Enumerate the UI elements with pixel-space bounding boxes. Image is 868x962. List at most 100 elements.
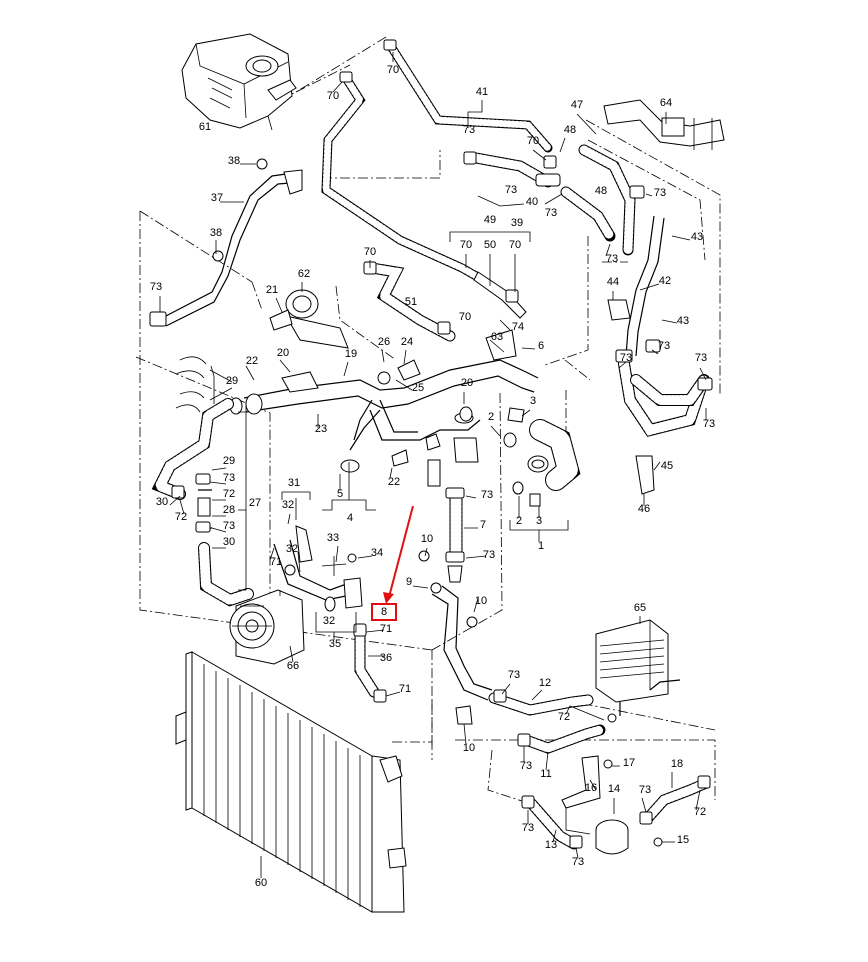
callout-label: 38: [210, 227, 222, 239]
callout-label: 22: [246, 355, 258, 367]
callout-label: 45: [661, 460, 673, 472]
callout-label: 48: [595, 185, 607, 197]
hose-29-30: [151, 356, 254, 607]
water-pump: [229, 525, 363, 665]
callout-label: 46: [638, 503, 650, 515]
expansion-tank: [181, 33, 297, 131]
callout-label: 71: [270, 556, 282, 568]
callout-label: 29: [226, 375, 238, 387]
callout-label: 11: [540, 768, 551, 780]
callout-label: 16: [585, 782, 597, 794]
callout-label: 22: [388, 476, 400, 488]
thermostat-housing: [269, 289, 349, 349]
callout-label: 3: [530, 395, 536, 407]
callout-label: 72: [223, 488, 235, 500]
callout-label: 70: [364, 246, 376, 258]
callout-label: 20: [277, 347, 289, 359]
highlight-arrowhead: [383, 592, 394, 604]
callout-label: 72: [694, 806, 706, 818]
callout-label: 73: [483, 549, 495, 561]
callout-label: 73: [654, 187, 666, 199]
coolant-manifold: [229, 359, 539, 487]
callout-label: 30: [156, 496, 168, 508]
callout-label: 73: [505, 184, 517, 196]
callout-label: 33: [327, 532, 339, 544]
callout-label: 28: [223, 504, 235, 516]
callout-label: 73: [658, 340, 670, 352]
callout-label: 25: [412, 382, 424, 394]
callout-label: 70: [459, 311, 471, 323]
callout-label: 73: [695, 352, 707, 364]
callout-label: 73: [150, 281, 162, 293]
pipe-37: [149, 158, 303, 327]
hose-41: [321, 39, 553, 281]
callout-label: 63: [491, 331, 503, 343]
callout-label: 73: [572, 856, 584, 868]
hose-11-12-13-18: [488, 689, 711, 850]
callout-label: 4: [347, 512, 353, 524]
callout-label: 31: [288, 477, 300, 489]
callout-label: 39: [511, 217, 523, 229]
callout-label: 40: [526, 196, 538, 208]
callout-label: 73: [520, 760, 532, 772]
callout-label: 3: [536, 515, 542, 527]
radiator: [175, 651, 407, 913]
callout-label: 48: [564, 124, 576, 136]
callout-label: 50: [484, 239, 496, 251]
callout-label: 73: [223, 472, 235, 484]
callout-label: 41: [476, 86, 488, 98]
callout-label: 73: [463, 124, 475, 136]
callout-label: 64: [660, 97, 672, 109]
callout-label: 7: [480, 519, 486, 531]
callout-label: 73: [703, 418, 715, 430]
hose-51: [363, 261, 527, 361]
callout-label: 35: [329, 638, 341, 650]
callout-label: 26: [378, 336, 390, 348]
highlight-arrow: [388, 505, 414, 598]
callout-label: 73: [545, 207, 557, 219]
callout-label: 19: [345, 348, 357, 360]
callout-label: 12: [539, 677, 551, 689]
hose-3: [459, 406, 581, 507]
callout-label: 32: [282, 499, 294, 511]
highlight-box: [371, 603, 397, 621]
callout-label: 1: [538, 540, 544, 552]
callout-label: 38: [228, 155, 240, 167]
callout-label: 72: [175, 511, 187, 523]
callout-label: 13: [545, 839, 557, 851]
callout-label: 47: [571, 99, 583, 111]
callout-label: 70: [327, 90, 339, 102]
callout-label: 10: [475, 595, 487, 607]
callout-label: 73: [481, 489, 493, 501]
hose-7: [445, 487, 465, 583]
pipe-9: [418, 550, 493, 725]
callout-label: 9: [406, 576, 412, 588]
hose-set-47-64: [463, 99, 725, 256]
callout-label: 6: [538, 340, 544, 352]
callout-label: 60: [255, 877, 267, 889]
callout-label: 27: [249, 497, 261, 509]
callout-label: 44: [607, 276, 619, 288]
callout-label: 73: [223, 520, 235, 532]
callout-label: 43: [677, 315, 689, 327]
callout-label: 10: [421, 533, 433, 545]
callout-label: 5: [337, 488, 343, 500]
callout-label: 32: [323, 615, 335, 627]
callout-label: 17: [623, 757, 635, 769]
callout-label: 36: [380, 652, 392, 664]
callout-label: 61: [199, 121, 211, 133]
callout-label: 73: [606, 253, 618, 265]
callout-label: 73: [522, 822, 534, 834]
callout-label: 71: [399, 683, 411, 695]
callout-label: 73: [508, 669, 520, 681]
callout-label: 51: [405, 296, 417, 308]
callout-label: 66: [287, 660, 299, 672]
callout-label-highlighted: 8: [381, 606, 387, 618]
callout-label: 14: [608, 783, 620, 795]
callout-label: 70: [509, 239, 521, 251]
callout-label: 30: [223, 536, 235, 548]
auxiliary-pump: [561, 755, 663, 855]
callout-label: 37: [211, 192, 223, 204]
